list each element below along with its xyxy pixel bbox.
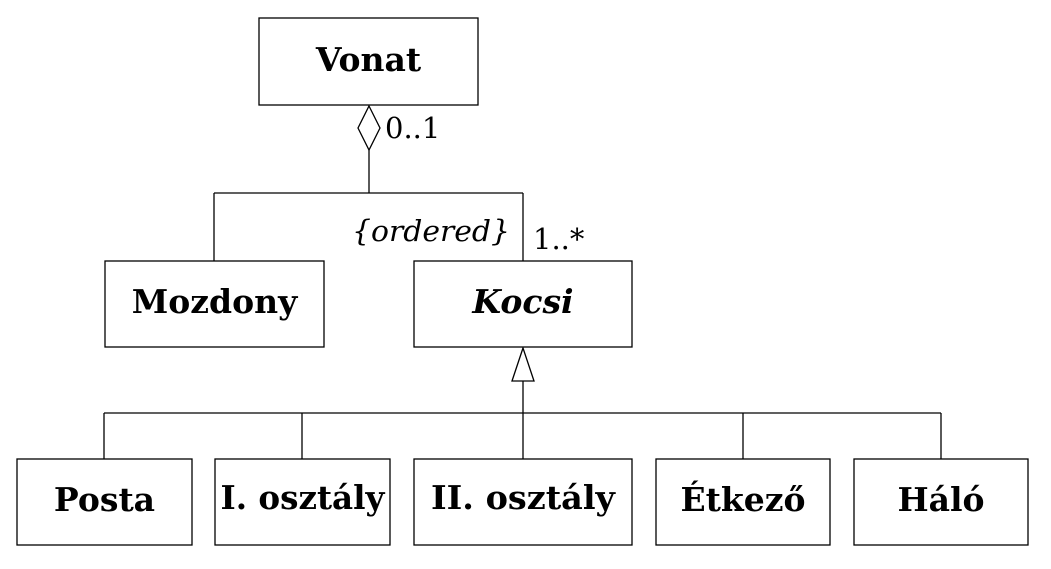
class-elso-osztaly[interactable]: I. osztály — [214, 458, 391, 546]
class-masodik-osztaly-name: II. osztály — [431, 478, 616, 517]
class-masodik-osztaly[interactable]: II. osztály — [413, 458, 633, 546]
class-etkezo-name: Étkező — [680, 479, 805, 519]
class-etkezo-box — [655, 458, 831, 546]
class-vonat-box — [258, 17, 479, 106]
class-posta-name: Posta — [54, 480, 155, 519]
aggregation-diamond-icon — [357, 104, 381, 152]
class-elso-osztaly-box — [214, 458, 391, 546]
class-halo[interactable]: Háló — [853, 458, 1029, 546]
class-vonat[interactable]: Vonat — [258, 17, 479, 106]
class-posta[interactable]: Posta — [16, 458, 193, 546]
class-posta-box — [16, 458, 193, 546]
class-mozdony-name: Mozdony — [132, 282, 298, 321]
class-halo-name: Háló — [897, 480, 984, 519]
vonat-multiplicity-label: 0..1 — [385, 111, 440, 145]
class-kocsi-name: Kocsi — [471, 282, 573, 321]
class-elso-osztaly-name: I. osztály — [221, 478, 386, 517]
class-mozdony-box — [104, 260, 325, 348]
class-kocsi[interactable]: Kocsi — [413, 260, 633, 348]
class-etkezo[interactable]: Étkező — [655, 458, 831, 546]
class-vonat-name: Vonat — [315, 40, 422, 79]
class-kocsi-box — [413, 260, 633, 348]
generalization-connector — [103, 381, 942, 459]
kocsi-multiplicity-label: 1..* — [533, 222, 585, 256]
generalization-arrow-icon — [511, 345, 535, 382]
class-masodik-osztaly-box — [413, 458, 633, 546]
ordered-constraint-label: {ordered} — [352, 214, 510, 248]
class-mozdony[interactable]: Mozdony — [104, 260, 325, 348]
aggregation-connector — [213, 150, 524, 261]
class-halo-box — [853, 458, 1029, 546]
